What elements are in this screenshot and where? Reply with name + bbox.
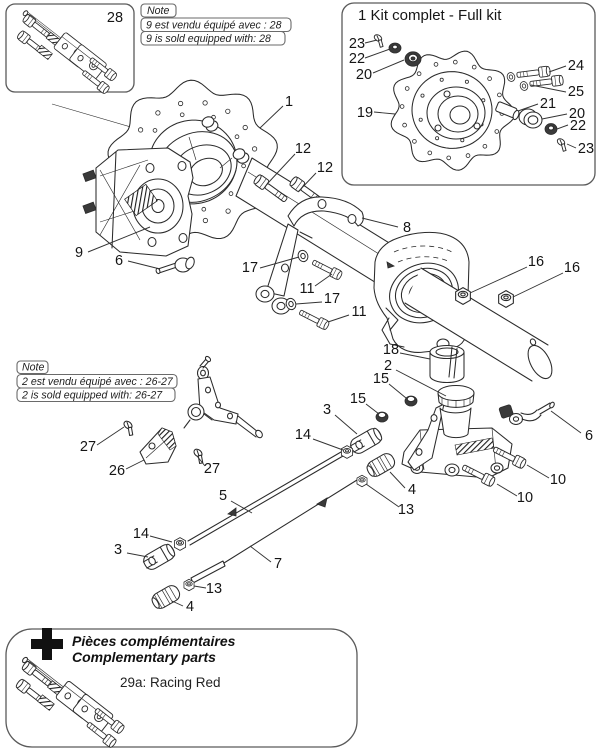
callout-26: 26 (109, 463, 125, 479)
callout-5: 5 (219, 488, 227, 504)
svg-text:25: 25 (568, 84, 584, 100)
callout-9: 9 (75, 245, 83, 261)
svg-text:20: 20 (569, 106, 585, 122)
callout-11: 11 (299, 281, 314, 297)
main-assembly (51, 79, 555, 612)
callout-7: 7 (274, 556, 282, 572)
note-line-en: 9 is sold equipped with: 28 (146, 33, 271, 45)
callout-12: 12 (317, 160, 333, 176)
callout-6: 6 (115, 253, 123, 269)
callout-3: 3 (114, 542, 122, 558)
plus-icon (31, 628, 63, 660)
brake-caliper (82, 147, 194, 257)
pin-6 (155, 256, 195, 275)
callout-1: 1 (285, 94, 293, 110)
kit-callouts: 23 22 20 19 24 25 21 20 22 23 (349, 36, 594, 157)
svg-text:22: 22 (570, 118, 586, 134)
svg-text:21: 21 (540, 96, 556, 112)
svg-text:19: 19 (357, 105, 373, 121)
leader-lines (87, 105, 582, 607)
comp-variant: 29a: Racing Red (120, 675, 221, 690)
nut-16 (498, 290, 514, 308)
callout-14: 14 (133, 526, 149, 542)
note-line-en: 2 is sold equipped with: 26-27 (21, 390, 163, 402)
nut-14 (173, 537, 187, 551)
nut-13 (356, 474, 368, 488)
master-cylinder (401, 384, 513, 479)
svg-text:22: 22 (349, 51, 365, 67)
pivot-bushing-15 (404, 395, 418, 407)
hub-stud (201, 116, 219, 132)
full-kit-box: 1 Kit complet - Full kit (341, 2, 596, 186)
callout-17: 17 (324, 291, 340, 307)
brake-rod-5 (187, 451, 344, 546)
complementary-box: Pièces complémentaires Complementary par… (5, 628, 358, 749)
kit-bushing-20 (518, 108, 543, 129)
pad-spring-hatch (124, 183, 158, 217)
hub-stud (232, 148, 250, 164)
note-box-lever: Note 2 est vendu équipé avec : 26-27 2 i… (16, 360, 178, 403)
bleed-screw (82, 169, 97, 182)
support-bracket (255, 196, 364, 315)
callout-14: 14 (295, 427, 311, 443)
nut-16 (455, 287, 471, 305)
callout-11: 11 (351, 304, 366, 320)
comp-title-en: Complementary parts (72, 649, 216, 665)
callout-27: 27 (204, 461, 220, 477)
kit-title: 1 Kit complet - Full kit (358, 7, 502, 24)
callout-15: 15 (373, 371, 389, 387)
split-bushing (429, 344, 465, 384)
washer-17 (296, 248, 310, 264)
banjo-fitting (498, 401, 555, 426)
callout-6: 6 (585, 428, 593, 444)
note-line-fr: 9 est vendu équipé avec : 28 (146, 20, 282, 32)
svg-text:23: 23 (349, 36, 365, 52)
bleed-screw (82, 201, 97, 214)
cam-26 (139, 427, 177, 465)
callout-15: 15 (350, 391, 366, 407)
main-callouts: 1 12 12 8 9 6 17 11 17 11 16 16 18 2 15 … (75, 94, 593, 615)
callout-12: 12 (295, 141, 311, 157)
callout-17: 17 (242, 260, 258, 276)
kit-pin-21 (495, 101, 520, 121)
callout-28: 28 (107, 10, 123, 26)
pivot-bushing-15 (375, 411, 389, 423)
nut-14 (340, 445, 354, 459)
pads-box: 28 (5, 3, 135, 95)
callout-4: 4 (408, 482, 416, 498)
svg-text:20: 20 (356, 67, 372, 83)
comp-title-fr: Pièces complémentaires (72, 633, 236, 649)
callout-13: 13 (398, 502, 414, 518)
callout-4: 4 (186, 599, 194, 615)
kit-seal-22 (388, 42, 402, 54)
callout-10: 10 (517, 490, 533, 506)
brake-lever-assembly (183, 355, 263, 439)
note-line-fr: 2 est vendu équipé avec : 26-27 (21, 376, 174, 388)
callout-16: 16 (528, 254, 544, 270)
callout-10: 10 (550, 472, 566, 488)
reservoir (437, 384, 475, 439)
callout-13: 13 (206, 581, 222, 597)
kit-bearing-20 (404, 51, 422, 67)
callout-27: 27 (80, 439, 96, 455)
bolt-11 (297, 307, 331, 331)
rear-axle-end (404, 267, 553, 382)
callout-16: 16 (564, 260, 580, 276)
kit-seal-22b (544, 123, 558, 135)
callout-2: 2 (384, 358, 392, 374)
svg-text:24: 24 (568, 58, 584, 74)
note-tab: Note (147, 5, 169, 17)
svg-text:23: 23 (578, 141, 594, 157)
callout-3: 3 (323, 402, 331, 418)
axle-hub (152, 116, 250, 203)
callout-8: 8 (403, 220, 411, 236)
note-box-pads: Note 9 est vendu équipé avec : 28 9 is s… (140, 3, 292, 46)
note-tab: Note (22, 362, 44, 374)
kit-disc-hub (426, 86, 486, 140)
nut-13 (183, 578, 195, 592)
barrel-4 (149, 582, 183, 612)
callout-18: 18 (383, 342, 399, 358)
